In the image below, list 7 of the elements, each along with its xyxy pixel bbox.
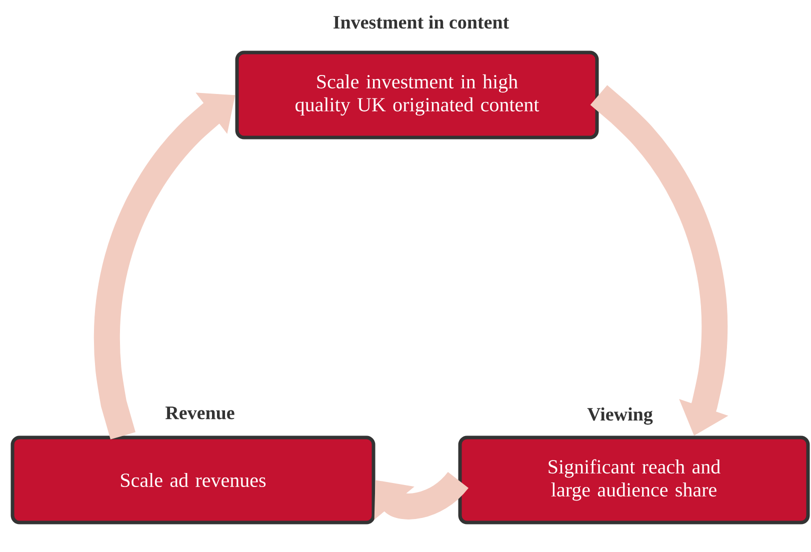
box-heading: Revenue [166, 406, 234, 420]
process-box: Scale ad revenues [10, 436, 376, 524]
box-heading: Investment in content [334, 15, 510, 29]
box-heading: Viewing [587, 407, 653, 425]
cycle-arrow [374, 471, 468, 520]
process-box: Significant reach and large audience share [458, 436, 810, 524]
process-box: Scale investment in high quality UK originated content [235, 50, 599, 140]
